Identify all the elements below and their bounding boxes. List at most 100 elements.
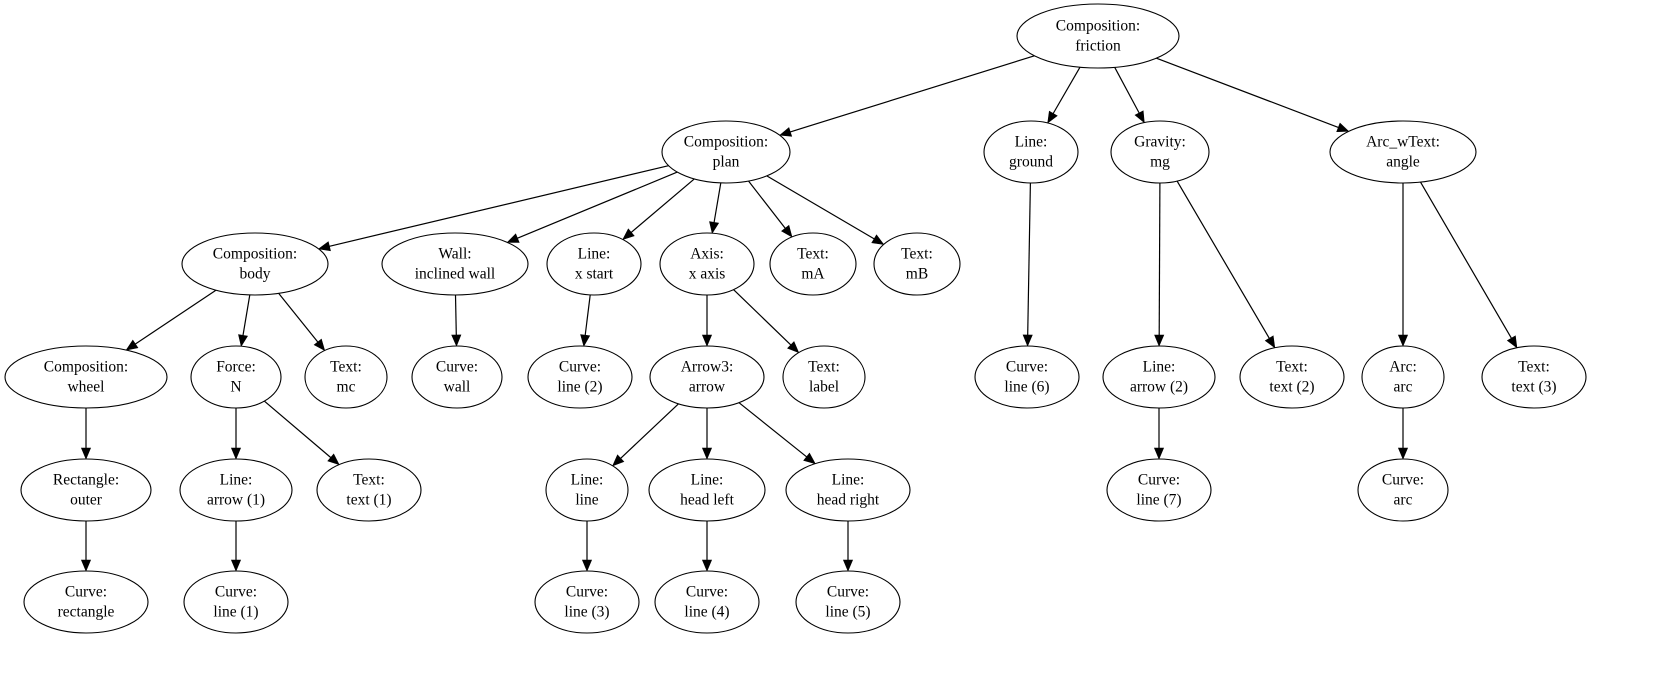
arrowhead-icon xyxy=(701,334,713,347)
graph-node-wheel[interactable]: Composition:wheel xyxy=(4,345,168,409)
node-ellipse[interactable] xyxy=(534,570,640,634)
edge-xstart-to-line2 xyxy=(580,294,591,347)
edge-line xyxy=(1176,180,1270,339)
node-ellipse[interactable] xyxy=(411,345,503,409)
arrowhead-icon xyxy=(701,447,713,460)
graph-node-line4[interactable]: Curve:line (4) xyxy=(654,570,760,634)
graph-node-mc[interactable]: Text:mc xyxy=(304,345,388,409)
graph-node-curverect[interactable]: Curve:rectangle xyxy=(23,570,149,634)
graph-node-xaxis[interactable]: Axis:x axis xyxy=(659,232,755,296)
node-ellipse[interactable] xyxy=(1357,458,1449,522)
graph-node-text3[interactable]: Text:text (3) xyxy=(1481,345,1587,409)
graph-node-mA[interactable]: Text:mA xyxy=(769,232,857,296)
edge-headright-to-line5 xyxy=(842,521,854,572)
node-ellipse[interactable] xyxy=(23,570,149,634)
graph-node-line5[interactable]: Curve:line (5) xyxy=(795,570,901,634)
arrowhead-icon xyxy=(313,338,326,352)
node-ellipse[interactable] xyxy=(527,345,633,409)
node-ellipse[interactable] xyxy=(648,458,766,522)
arrowhead-icon xyxy=(1047,110,1058,124)
edge-line xyxy=(584,294,591,336)
graph-node-arrow3[interactable]: Arrow3:arrow xyxy=(649,345,765,409)
edge-line xyxy=(738,402,807,458)
arrowhead-icon xyxy=(1022,334,1033,347)
node-ellipse[interactable] xyxy=(1361,345,1445,409)
node-ellipse[interactable] xyxy=(782,345,866,409)
graph-node-ground[interactable]: Line:ground xyxy=(983,120,1079,184)
node-ellipse[interactable] xyxy=(654,570,760,634)
graph-node-label[interactable]: Text:label xyxy=(782,345,866,409)
node-ellipse[interactable] xyxy=(983,120,1079,184)
edge-line xyxy=(242,294,251,336)
edge-line xyxy=(620,403,679,459)
node-ellipse[interactable] xyxy=(1110,120,1210,184)
graph-node-line6[interactable]: Curve:line (6) xyxy=(974,345,1080,409)
node-ellipse[interactable] xyxy=(1016,3,1180,69)
node-ellipse[interactable] xyxy=(795,570,901,634)
graph-node-line3[interactable]: Curve:line (3) xyxy=(534,570,640,634)
graph-node-rectouter[interactable]: Rectangle:outer xyxy=(20,458,152,522)
node-ellipse[interactable] xyxy=(20,458,152,522)
arrowhead-icon xyxy=(238,334,248,347)
edge-plan-to-xaxis xyxy=(709,182,722,234)
graph-node-angle[interactable]: Arc_wText:angle xyxy=(1329,120,1477,184)
node-ellipse[interactable] xyxy=(661,120,791,184)
arrowhead-icon xyxy=(1397,334,1409,347)
arrowhead-icon xyxy=(581,559,593,572)
node-ellipse[interactable] xyxy=(1239,345,1345,409)
node-ellipse[interactable] xyxy=(1106,458,1212,522)
graph-node-plan[interactable]: Composition:plan xyxy=(661,120,791,184)
node-ellipse[interactable] xyxy=(769,232,857,296)
node-ellipse[interactable] xyxy=(304,345,388,409)
node-ellipse[interactable] xyxy=(316,458,422,522)
node-ellipse[interactable] xyxy=(545,458,629,522)
graph-node-arrow2[interactable]: Line:arrow (2) xyxy=(1102,345,1216,409)
arrowhead-icon xyxy=(803,452,816,465)
graph-node-curvearc[interactable]: Curve:arc xyxy=(1357,458,1449,522)
node-ellipse[interactable] xyxy=(1329,120,1477,184)
edge-xaxis-to-arrow3 xyxy=(701,295,713,347)
node-ellipse[interactable] xyxy=(1102,345,1216,409)
graph-node-line1[interactable]: Curve:line (1) xyxy=(183,570,289,634)
edge-line xyxy=(1114,67,1140,114)
graph-node-gravity[interactable]: Gravity:mg xyxy=(1110,120,1210,184)
arrowhead-icon xyxy=(1134,110,1145,124)
node-ellipse[interactable] xyxy=(190,345,282,409)
graph-node-forceN[interactable]: Force:N xyxy=(190,345,282,409)
edge-wall-to-curvewall xyxy=(451,294,462,347)
node-ellipse[interactable] xyxy=(546,232,642,296)
node-ellipse[interactable] xyxy=(1481,345,1587,409)
edge-body-to-mc xyxy=(278,292,326,352)
graph-node-wall[interactable]: Wall:inclined wall xyxy=(381,232,529,296)
graph-node-text2[interactable]: Text:text (2) xyxy=(1239,345,1345,409)
graph-node-headright[interactable]: Line:head right xyxy=(785,458,911,522)
graph-node-text1[interactable]: Text:text (1) xyxy=(316,458,422,522)
node-ellipse[interactable] xyxy=(4,345,168,409)
graph-node-lineline[interactable]: Line:line xyxy=(545,458,629,522)
node-ellipse[interactable] xyxy=(873,232,961,296)
node-ellipse[interactable] xyxy=(181,232,329,296)
edge-gravity-to-text2 xyxy=(1176,180,1276,349)
graph-node-curvewall[interactable]: Curve:wall xyxy=(411,345,503,409)
graph-node-xstart[interactable]: Line:x start xyxy=(546,232,642,296)
node-ellipse[interactable] xyxy=(649,345,765,409)
node-ellipse[interactable] xyxy=(659,232,755,296)
arrowhead-icon xyxy=(1153,447,1165,460)
node-ellipse[interactable] xyxy=(381,232,529,296)
edge-line xyxy=(1419,181,1512,339)
graph-node-arrow1[interactable]: Line:arrow (1) xyxy=(179,458,293,522)
edge-line xyxy=(733,289,792,346)
node-ellipse[interactable] xyxy=(974,345,1080,409)
graph-node-friction[interactable]: Composition:friction xyxy=(1016,3,1180,69)
graph-node-headleft[interactable]: Line:head left xyxy=(648,458,766,522)
node-ellipse[interactable] xyxy=(183,570,289,634)
graph-node-arc[interactable]: Arc:arc xyxy=(1361,345,1445,409)
graph-node-line7[interactable]: Curve:line (7) xyxy=(1106,458,1212,522)
graph-node-body[interactable]: Composition:body xyxy=(181,232,329,296)
graph-node-mB[interactable]: Text:mB xyxy=(873,232,961,296)
arrowhead-icon xyxy=(506,233,520,243)
graph-node-line2[interactable]: Curve:line (2) xyxy=(527,345,633,409)
node-ellipse[interactable] xyxy=(785,458,911,522)
node-ellipse[interactable] xyxy=(179,458,293,522)
